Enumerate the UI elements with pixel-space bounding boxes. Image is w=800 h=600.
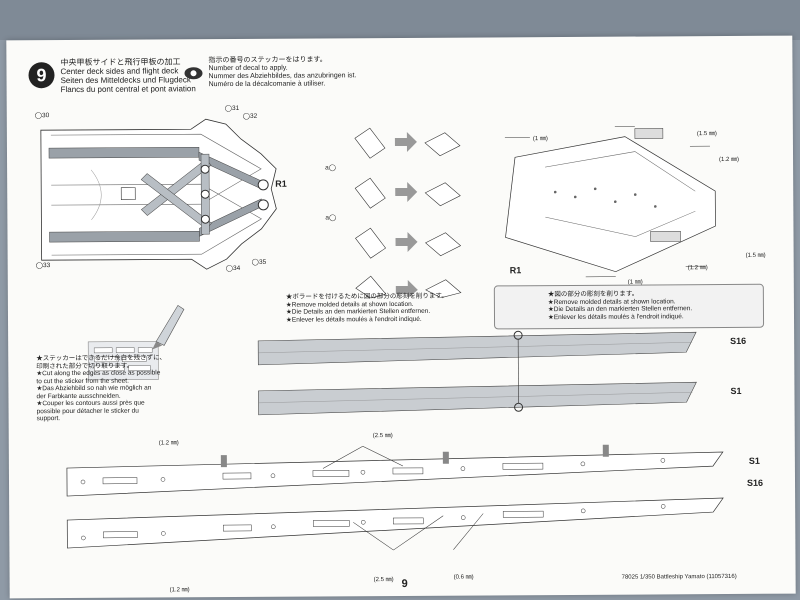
sticker-note: ★ステッカーはできるだけ余白を残さずに、 印刷された部分で切り取ります。 ★Cu…	[36, 354, 166, 422]
sticker-note-de1: ★Das Abziehbild so nah wie möglich an	[36, 384, 152, 393]
dim-2-5mm-bottom: (2.5 ㎜)	[373, 577, 394, 584]
decal-icon	[184, 67, 203, 80]
remove-note-right: ★図の部分の彫刻を削ります。 ★Remove molded details at…	[548, 290, 692, 321]
deck-strips-upper	[257, 330, 697, 416]
dim-1-5mm-lower: (1.5 ㎜)	[745, 252, 766, 259]
part-label-r1: R1	[275, 178, 287, 189]
dim-1-2mm-right: (1.2 ㎜)	[719, 156, 740, 164]
dim-0-6mm: (0.6 ㎜)	[453, 574, 474, 581]
dim-1-2mm-lower: (1.2 ㎜)	[687, 265, 708, 272]
flight-deck-top-view	[40, 118, 277, 270]
part-label-r1-right: R1	[509, 265, 522, 276]
part-label-s16-lower: S16	[746, 477, 764, 488]
desk-background	[0, 0, 800, 40]
title-fr: Flancs du pont central et pont aviation	[60, 84, 196, 95]
sticker-note-jp1: ★ステッカーはできるだけ余白を残さずに、	[36, 354, 166, 363]
decal-34-marker: ◯34	[225, 264, 241, 273]
remove-left-jp: ★ボラードを付けるために図の部分の彫刻を削ります。	[285, 292, 448, 301]
part-label-s1-lower: S1	[748, 455, 760, 466]
page-number: 9	[401, 577, 408, 591]
deck-side-plates	[66, 444, 724, 551]
part-label-s16: S16	[730, 335, 747, 346]
dim-1-5mm-top: (1.5 ㎜)	[696, 131, 717, 138]
legend-fr: Numéro de la décalcomanie à utiliser.	[208, 80, 326, 89]
decal-35-marker: ◯35	[251, 258, 267, 266]
catalog-footer: 78025 1/350 Battleship Yamato (11057316)	[621, 573, 737, 581]
part-label-s1: S1	[730, 385, 742, 396]
step-number-badge: 9	[28, 62, 55, 89]
dim-1-2mm-plate-top: (1.2 ㎜)	[158, 440, 179, 447]
part-folding-sequence	[354, 127, 462, 299]
dim-2-5mm-top: (2.5 ㎜)	[372, 433, 393, 440]
sticker-note-fr3: support.	[36, 415, 61, 423]
decal-legend: 指示の番号のステッカーをはります。 Number of decal to app…	[208, 56, 356, 89]
remove-left-fr: ★Enlever les détails moulés à l'endroit …	[285, 315, 422, 324]
decal-32-marker: ◯32	[242, 112, 258, 120]
dim-1mm-top: (1 ㎜)	[532, 136, 548, 143]
step-number: 9	[36, 64, 47, 85]
decal-31-marker: ◯31	[224, 104, 240, 113]
decal-30-marker: ◯30	[34, 112, 50, 120]
decal-a-marker-2: a◯	[325, 214, 337, 222]
deck-side-detail-view	[504, 126, 716, 278]
remove-right-fr: ★Enlever les détails moulés à l'endroit …	[547, 312, 684, 321]
dim-1-2mm-plate-bottom: (1.2 ㎜)	[169, 587, 190, 594]
sticker-cutting-illustration	[87, 304, 185, 381]
decal-33-marker: ◯33	[35, 262, 51, 270]
sticker-note-en1: ★Cut along the edges as close as possibl…	[36, 369, 161, 378]
instruction-sheet: 9 中央甲板サイドと飛行甲板の加工 Center deck sides and …	[6, 35, 796, 599]
remove-left-de: ★Die Details an den markierten Stellen e…	[285, 307, 431, 316]
remove-note-left: ★ボラードを付けるために図の部分の彫刻を削ります。 ★Remove molded…	[286, 293, 448, 324]
step-title: 中央甲板サイドと飛行甲板の加工 Center deck sides and fl…	[60, 57, 195, 94]
decal-a-marker-1: a◯	[325, 164, 337, 172]
